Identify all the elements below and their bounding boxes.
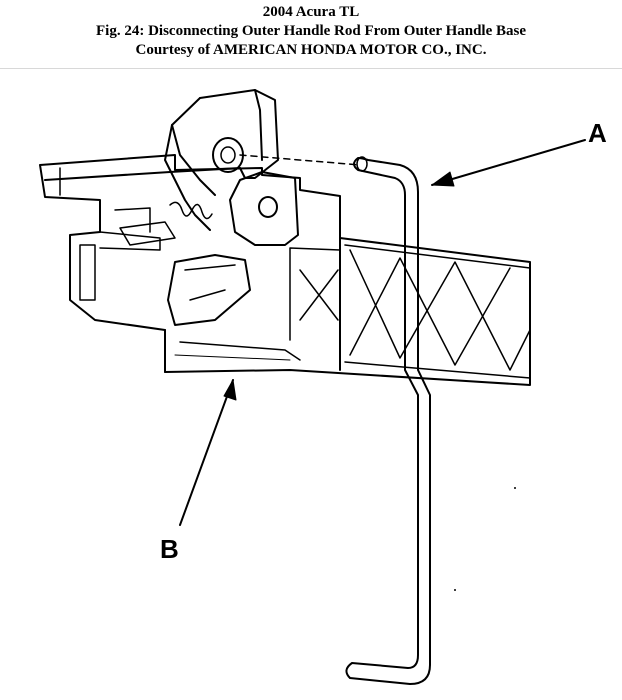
callout-b-arrowhead: [223, 379, 237, 401]
figure-header: 2004 Acura TL Fig. 24: Disconnecting Out…: [0, 0, 622, 70]
header-divider: [0, 68, 622, 69]
figure-caption: Fig. 24: Disconnecting Outer Handle Rod …: [96, 23, 526, 39]
courtesy-line: Courtesy of AMERICAN HONDA MOTOR CO., IN…: [135, 42, 487, 58]
callout-a-leader: [431, 139, 586, 186]
outer-handle-rod: [345, 156, 431, 685]
callout-b-leader: [179, 379, 234, 526]
speck: [514, 487, 516, 489]
outer-handle-base: [39, 154, 531, 386]
pivot-lever: [119, 89, 299, 326]
callout-a-label: A: [588, 118, 607, 148]
vehicle-title: 2004 Acura TL: [262, 4, 360, 20]
callout-b-label: B: [160, 534, 179, 564]
insertion-path-line: [239, 154, 361, 166]
callout-a: A: [431, 118, 607, 187]
speck: [454, 589, 456, 591]
callout-b: B: [160, 379, 237, 564]
callout-a-arrowhead: [431, 171, 455, 187]
